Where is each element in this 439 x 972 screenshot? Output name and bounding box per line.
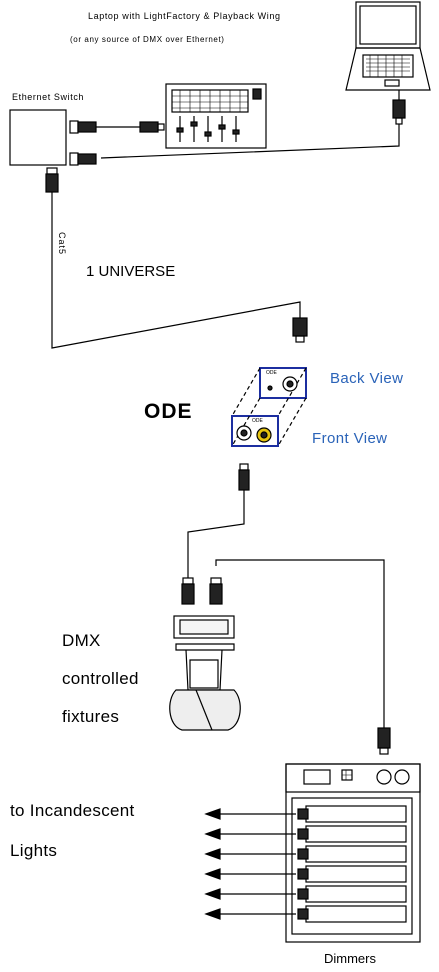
fixture-connector-icon <box>181 577 223 605</box>
laptop-icon <box>345 1 431 91</box>
fixtures-label: fixtures <box>62 707 120 726</box>
ode-label: ODE <box>144 400 193 423</box>
cat5-label: Cat5 <box>57 232 67 256</box>
wing-connector-icon <box>139 121 165 133</box>
switch-connector-lower-icon <box>69 152 97 166</box>
cat5-cable <box>51 192 301 349</box>
laptop-caption-line1: Laptop with LightFactory & Playback Wing <box>88 11 281 21</box>
svg-text:ODE: ODE <box>266 370 278 376</box>
universe-label: 1 UNIVERSE <box>86 263 176 280</box>
ethernet-switch-label: Ethernet Switch <box>12 92 85 102</box>
dimmer-connector-icon <box>377 727 391 755</box>
svg-text:ODE: ODE <box>252 418 264 424</box>
dmx-label: DMX <box>62 631 101 650</box>
switch-cat5-connector-icon <box>45 167 59 193</box>
laptop-caption-line2: (or any source of DMX over Ethernet) <box>70 35 225 44</box>
switch-connector-upper-icon <box>69 120 97 134</box>
back-view-label: Back View <box>330 370 404 387</box>
ethernet-switch-icon <box>9 109 67 166</box>
moving-head-fixture-icon <box>169 615 241 731</box>
ode-output-connector-icon <box>238 463 250 491</box>
universe-connector-icon <box>292 317 308 343</box>
dimmer-rack-icon <box>285 763 421 943</box>
laptop-connector-icon <box>392 99 406 125</box>
to-incandescent-label: to Incandescent <box>10 801 135 820</box>
dimmers-label: Dimmers <box>324 951 376 966</box>
lights-label: Lights <box>10 841 58 860</box>
output-arrows <box>204 808 296 920</box>
ode-device-icon: ODE ODE <box>231 367 307 447</box>
controlled-label: controlled <box>62 669 139 688</box>
front-view-label: Front View <box>312 430 388 447</box>
playback-wing-icon <box>165 83 267 149</box>
